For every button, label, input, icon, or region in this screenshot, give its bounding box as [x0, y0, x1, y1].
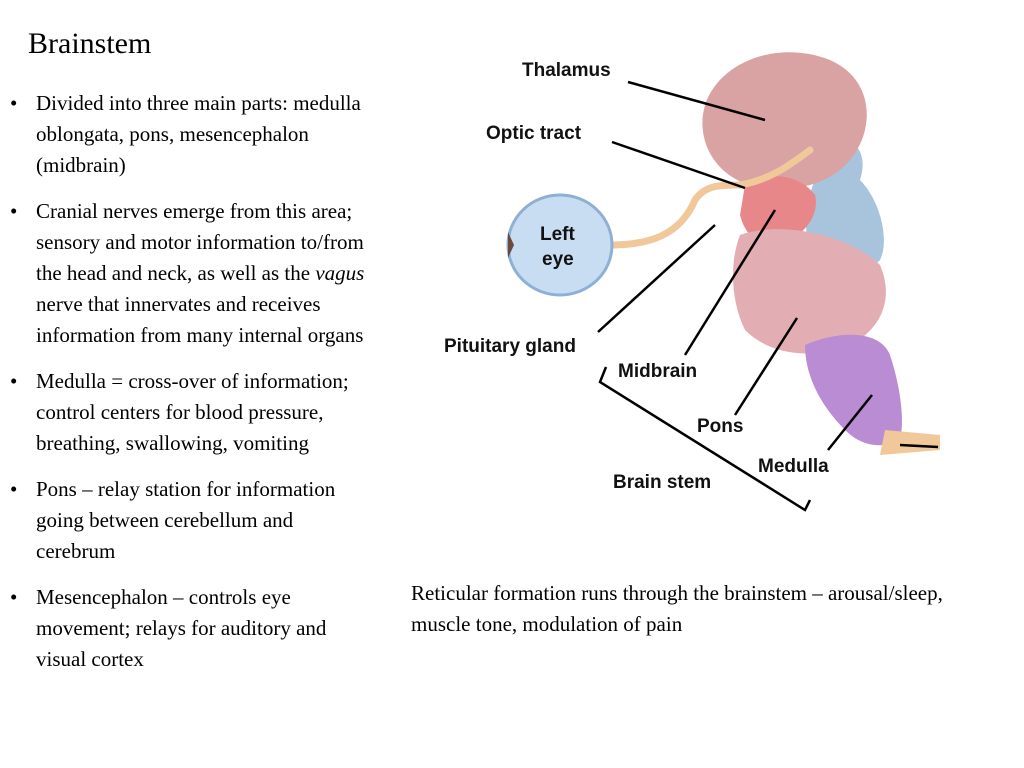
label-optic-tract: Optic tract [486, 123, 582, 144]
bullet-symbol: • [10, 91, 18, 115]
bullet-text: Mesencephalon – controls eye movement; r… [36, 585, 327, 671]
optic-tract-shape [606, 146, 814, 249]
thalamus-leader [627, 80, 766, 122]
reticular-formation-caption: Reticular formation runs through the bra… [411, 581, 943, 636]
bullet-text: nerve that innervates and receives infor… [36, 292, 364, 347]
label-pituitary: Pituitary gland [444, 336, 576, 357]
midbrain-leader [683, 209, 777, 356]
bullet-item: • Pons – relay station for information g… [10, 474, 375, 567]
optic-tract-leader [611, 140, 746, 190]
bullet-symbol: • [10, 199, 18, 223]
label-medulla: Medulla [758, 456, 829, 477]
bullet-item: • Medulla = cross-over of information; c… [10, 366, 375, 459]
bullet-symbol: • [10, 369, 18, 393]
medulla-leader [827, 394, 873, 451]
brainstem-diagram: Thalamus Optic tract Left eye Pituitary … [444, 52, 940, 512]
bullet-item: • Mesencephalon – controls eye movement;… [10, 582, 375, 675]
label-left-eye-line1: Left [540, 224, 576, 245]
left-eye-shape [506, 193, 614, 297]
spinal-cord-shape [880, 430, 940, 455]
pituitary-leader [597, 224, 716, 333]
label-midbrain: Midbrain [618, 361, 697, 382]
midbrain-shape [740, 176, 816, 246]
bullet-text: Cranial nerves emerge from this area; se… [36, 199, 364, 285]
label-brain-stem: Brain stem [613, 472, 711, 493]
bullet-item: • Divided into three main parts: medulla… [10, 88, 375, 181]
bullet-text-emphasis: vagus [315, 261, 365, 285]
bullet-text: Pons – relay station for information goi… [36, 477, 336, 563]
medulla-shape [805, 334, 902, 446]
bullet-item: • Cranial nerves emerge from this area; … [10, 196, 375, 351]
label-pons: Pons [697, 416, 743, 437]
bullet-symbol: • [10, 477, 18, 501]
bullet-text: Divided into three main parts: medulla o… [36, 91, 361, 177]
spinal-leader [899, 443, 939, 449]
label-thalamus: Thalamus [522, 60, 611, 81]
thalamus-shape [702, 52, 867, 189]
bullet-text: Medulla = cross-over of information; con… [36, 369, 349, 455]
slide-title: Brainstem [28, 27, 152, 60]
label-left-eye-line2: eye [542, 249, 574, 270]
bullet-symbol: • [10, 585, 18, 609]
pupil-shape [508, 232, 514, 258]
bullet-list: • Divided into three main parts: medulla… [10, 88, 375, 690]
pons-leader [733, 317, 799, 416]
brain-stem-bracket [598, 366, 812, 512]
pons-shape [733, 229, 886, 354]
